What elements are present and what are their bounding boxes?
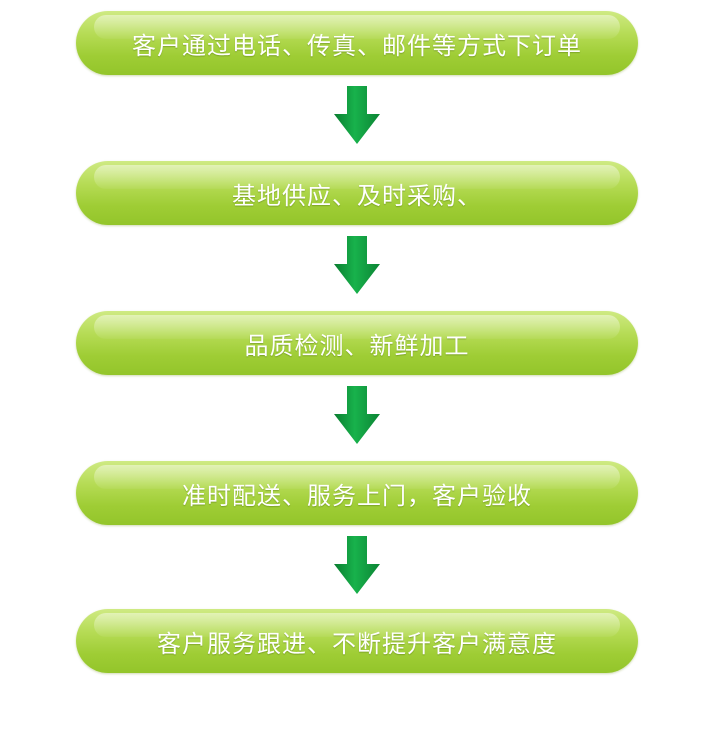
- down-arrow-icon: [334, 536, 380, 594]
- flow-step-5: 客户服务跟进、不断提升客户满意度: [76, 609, 638, 673]
- down-arrow-icon: [334, 236, 380, 294]
- down-arrow-icon: [334, 386, 380, 444]
- down-arrow-icon: [334, 86, 380, 144]
- flow-step-3-label: 品质检测、新鲜加工: [244, 331, 470, 360]
- flow-step-1: 客户通过电话、传真、邮件等方式下订单: [76, 11, 638, 75]
- flow-step-2: 基地供应、及时采购、: [76, 161, 638, 225]
- flow-step-1-label: 客户通过电话、传真、邮件等方式下订单: [132, 31, 582, 60]
- flow-step-4: 准时配送、服务上门，客户验收: [76, 461, 638, 525]
- flow-step-3: 品质检测、新鲜加工: [76, 311, 638, 375]
- flow-step-2-label: 基地供应、及时采购、: [232, 181, 482, 210]
- flow-step-5-label: 客户服务跟进、不断提升客户满意度: [157, 629, 557, 658]
- flow-step-4-label: 准时配送、服务上门，客户验收: [182, 481, 532, 510]
